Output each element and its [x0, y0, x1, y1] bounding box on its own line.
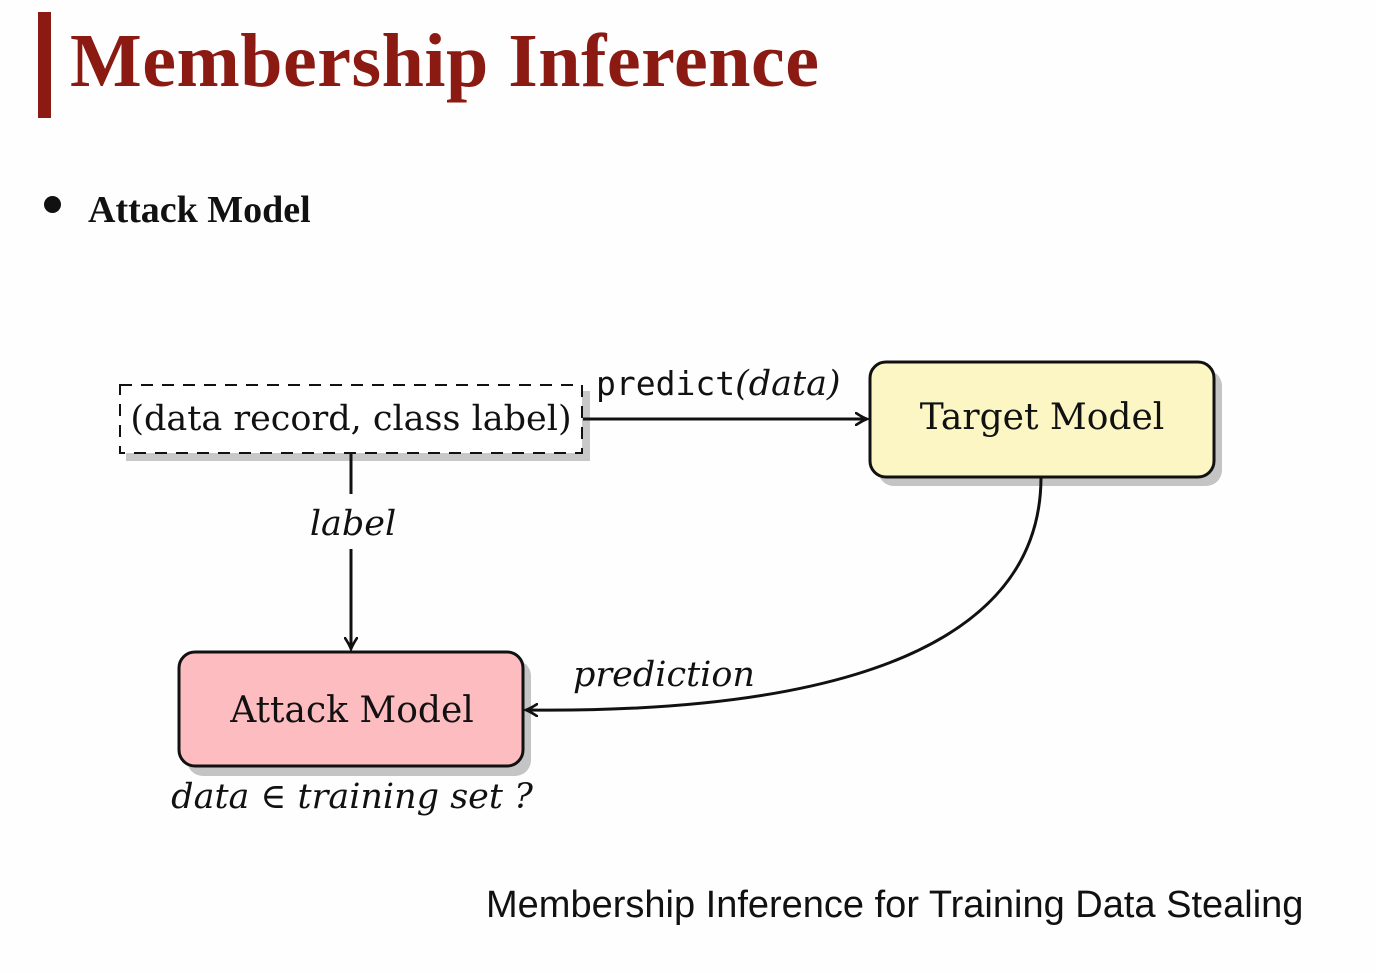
bullet-heading: Attack Model: [88, 189, 311, 231]
input-node: (data record, class label): [119, 384, 590, 461]
prediction-edge: [527, 477, 1043, 710]
attack-model-node: Attack Model: [177, 650, 531, 776]
predict-edge-label: predict(data): [596, 364, 841, 404]
slide-caption: Membership Inference for Training Data S…: [486, 884, 1304, 926]
predict-arg-text: (data): [735, 364, 841, 404]
label-edge-label: label: [310, 504, 396, 544]
attack-model-label: Attack Model: [229, 690, 474, 731]
bullet-dot-icon: [44, 196, 61, 213]
prediction-edge-label: prediction: [573, 655, 755, 695]
output-question: data ∈ training set ?: [171, 777, 533, 817]
slide-title: Membership Inference: [70, 19, 820, 103]
target-model-label: Target Model: [920, 397, 1165, 438]
input-node-label: (data record, class label): [130, 399, 571, 439]
target-model-node: Target Model: [868, 360, 1222, 486]
title-accent-bar: [38, 12, 51, 118]
predict-fn-text: predict: [596, 364, 735, 403]
